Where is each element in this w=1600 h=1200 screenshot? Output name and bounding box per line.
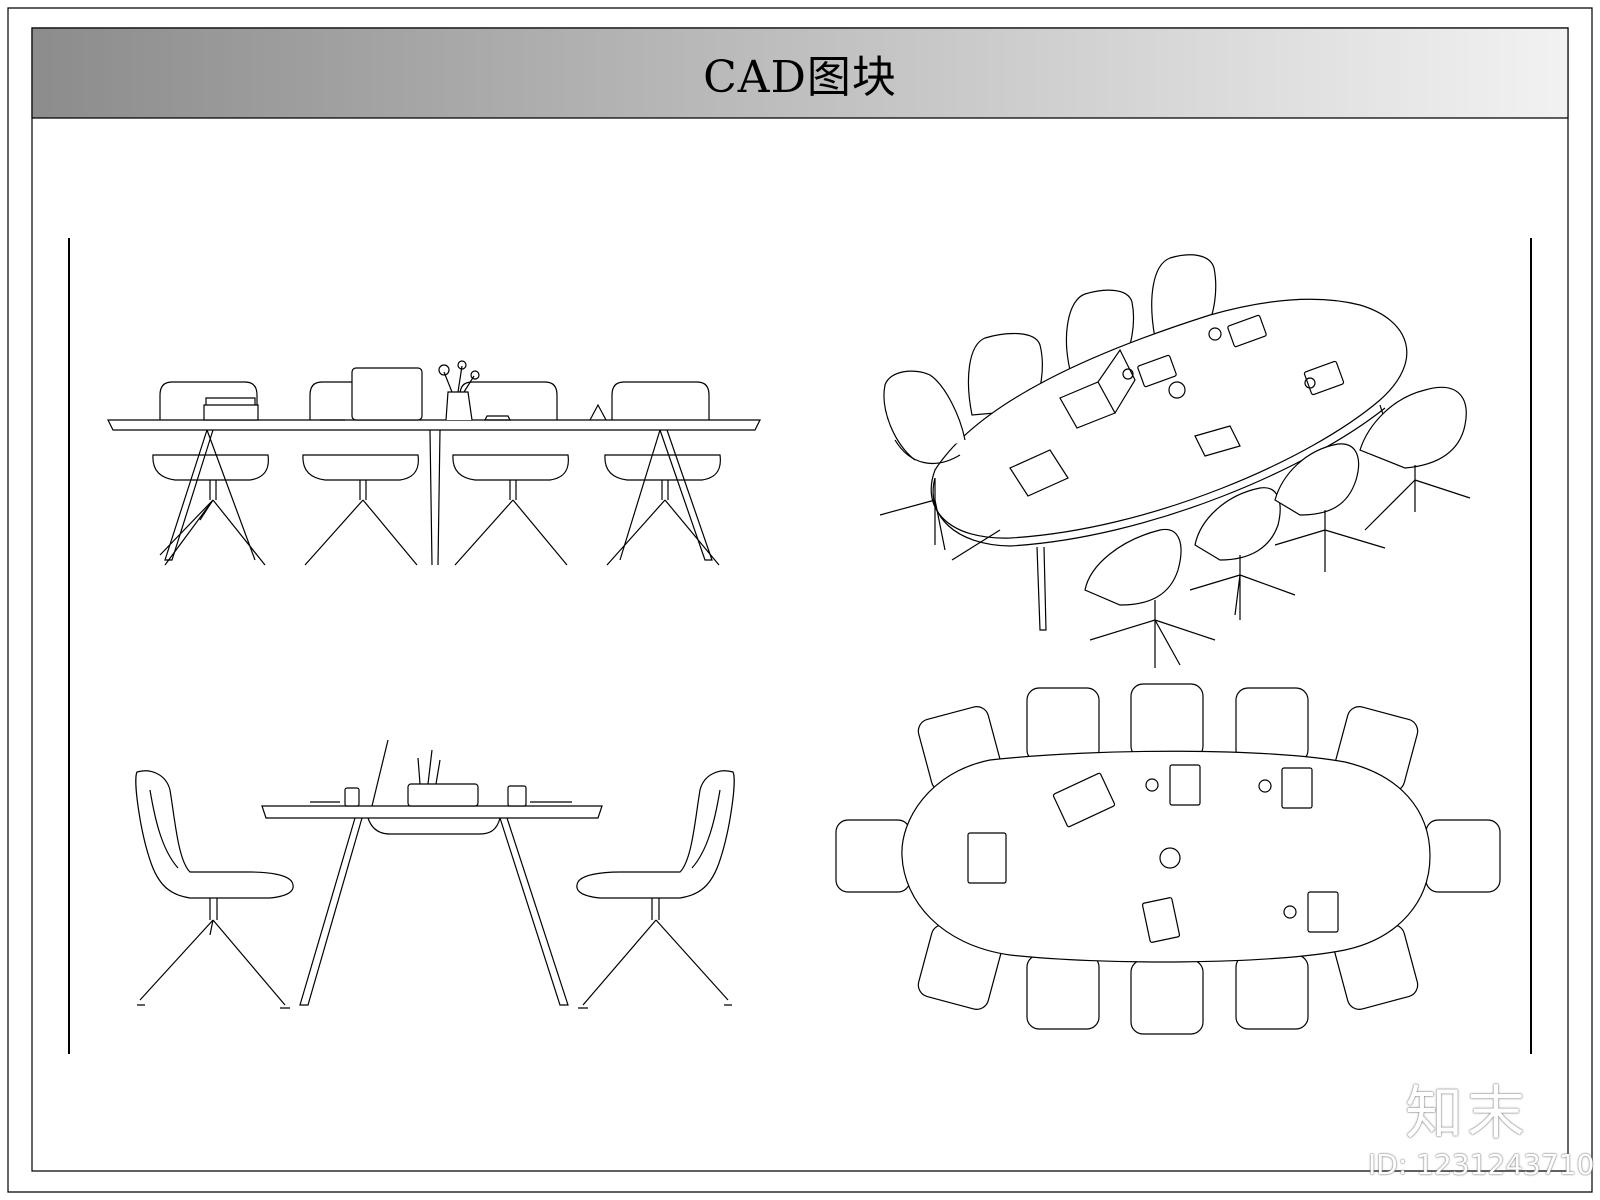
plan-table-items: [968, 765, 1338, 943]
persp-chair-front-4: [1360, 387, 1470, 530]
outer-border: [8, 8, 1592, 1192]
plan-table-top: [902, 751, 1430, 962]
inner-border: [32, 28, 1568, 1171]
elev-laptop: [352, 368, 422, 420]
side-chair-left: [136, 771, 293, 1008]
persp-chair-front-2: [1190, 488, 1295, 620]
persp-chair-front-3: [1275, 444, 1385, 572]
brand-watermark: 知末: [1405, 1079, 1530, 1147]
persp-chair-front-1: [1085, 529, 1215, 668]
plan-chairs-top: [916, 684, 1421, 794]
page-title: CAD图块: [703, 52, 897, 103]
persp-table-items: [1010, 315, 1344, 496]
header-bar: [32, 28, 1568, 118]
elev-vase: [446, 392, 472, 420]
side-elevation: [136, 740, 734, 1008]
elev-table-top: [108, 420, 760, 430]
elev-chair-4: [605, 382, 720, 565]
plan-chair-right-end: [1426, 820, 1500, 892]
plan-view: [836, 684, 1500, 1034]
id-label: ID: 1231243710: [1368, 1148, 1595, 1181]
front-elevation: [108, 361, 760, 565]
side-table-top: [262, 806, 602, 818]
persp-table-top: [931, 299, 1407, 538]
elev-chair-3: [453, 382, 568, 565]
side-chair-right: [577, 771, 734, 1008]
persp-chair-left-end: [880, 371, 965, 550]
elev-chair-1: [153, 382, 268, 565]
plan-chair-left-end: [836, 820, 910, 892]
plan-chairs-bottom: [916, 922, 1421, 1034]
perspective-view: [880, 255, 1470, 668]
